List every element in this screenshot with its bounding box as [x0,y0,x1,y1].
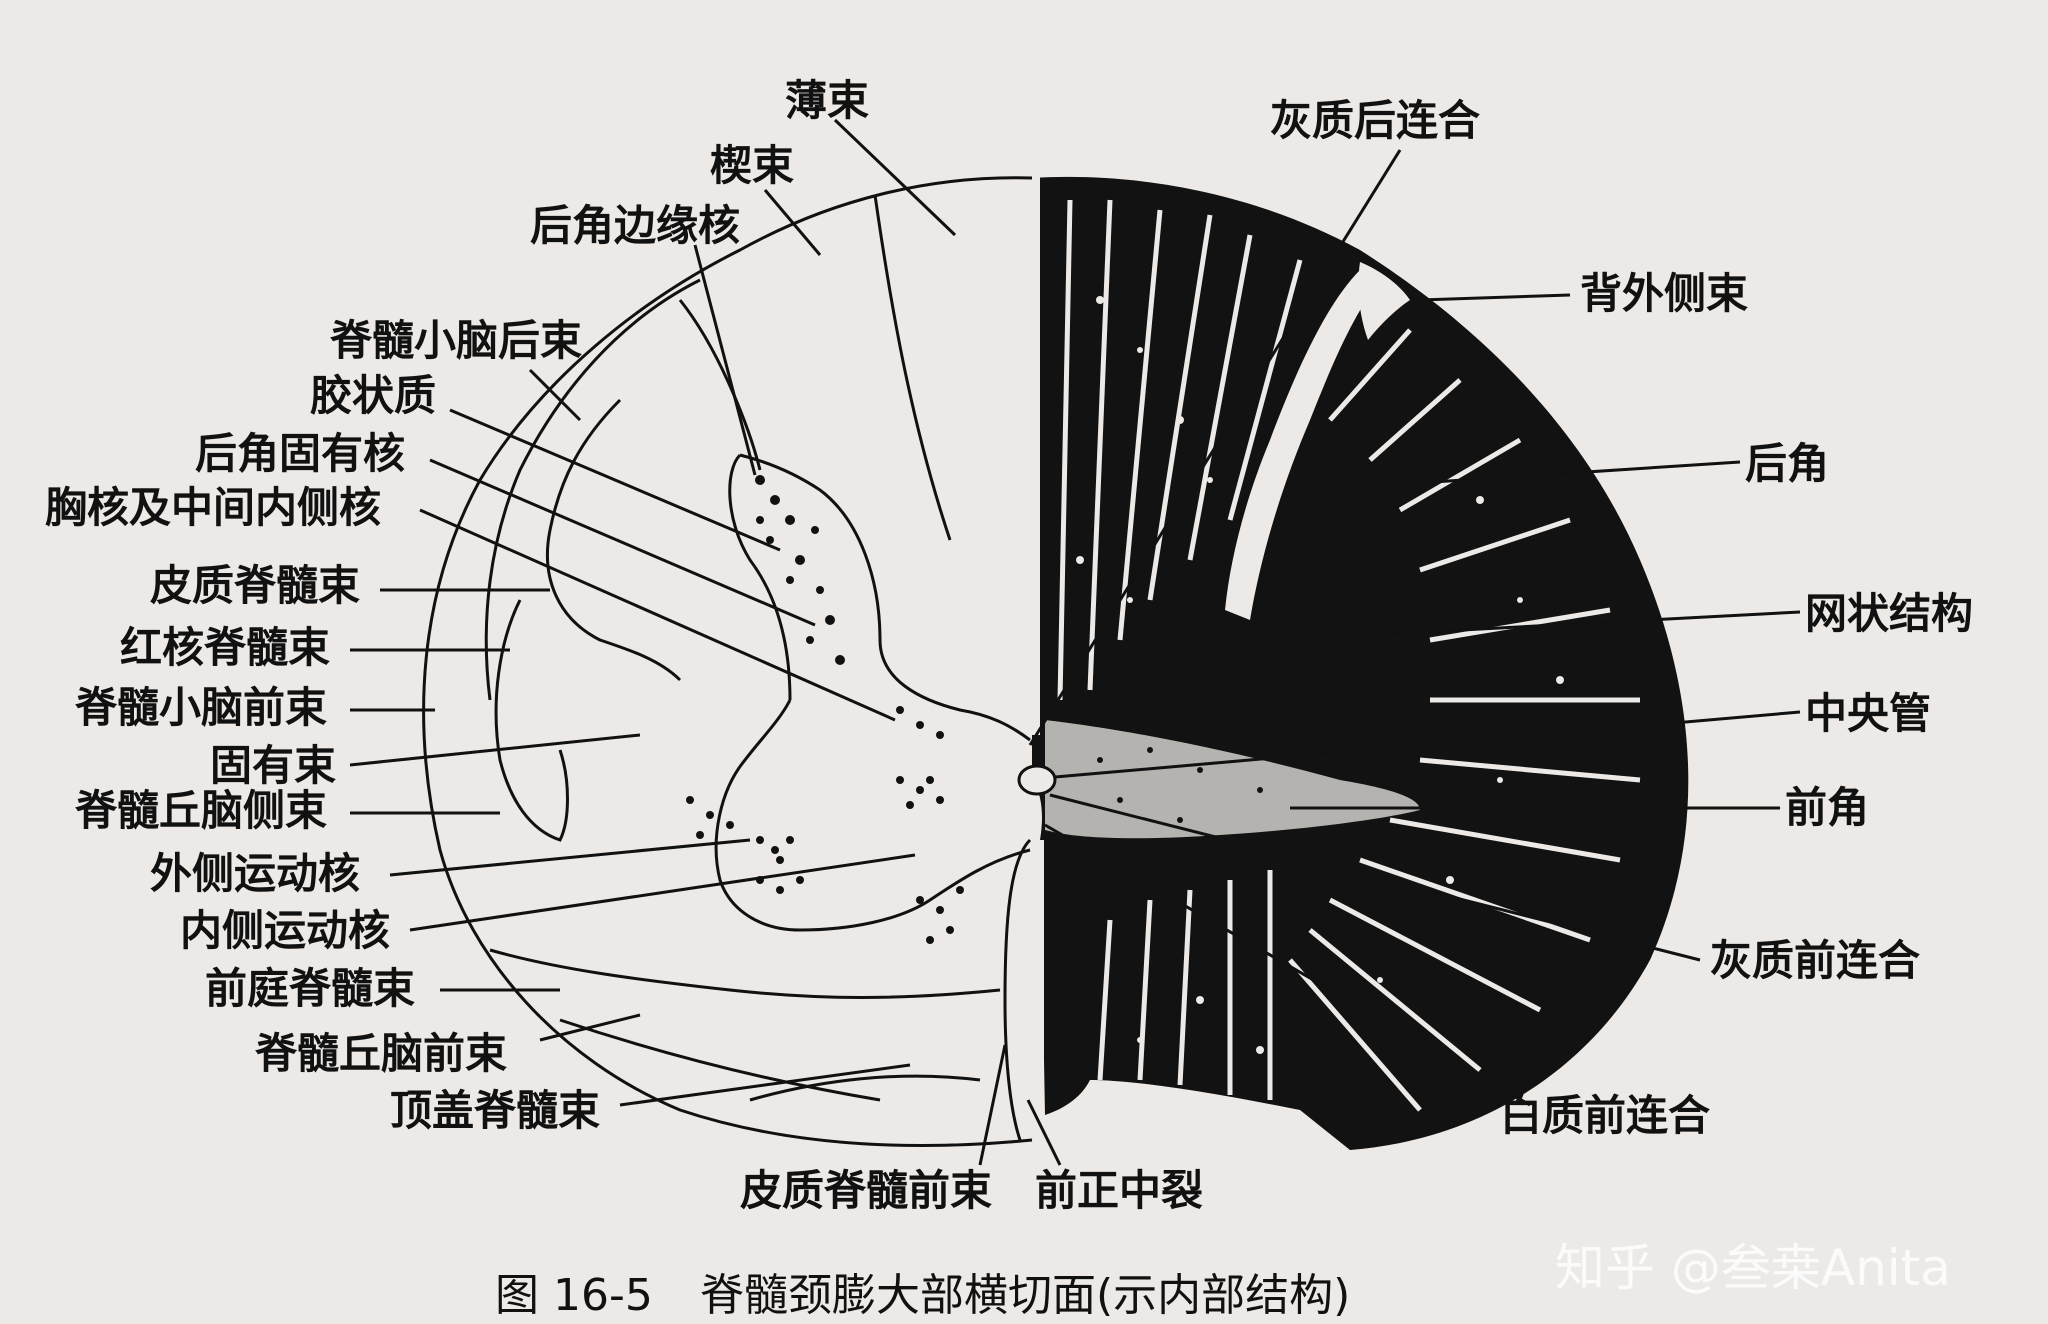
label-bei-wai-ce-shu: 背外侧束 [1580,269,1748,318]
label-hou-jiao-bian-yuan-he: 后角边缘核 [530,201,740,250]
anterior-median-fissure-right [1032,840,1044,1140]
label-xie-shu: 楔束 [710,141,794,190]
label-hou-jiao: 后角 [1745,439,1829,488]
watermark: 知乎 @叁桒Anita [1555,1239,1951,1297]
label-gu-you-shu: 固有束 [210,741,336,790]
leader-hou-jiao-bian-yuan-he [693,244,757,476]
caption-text: 脊髓颈膨大部横切面(示内部结构) [700,1270,1350,1321]
right-speckles [1076,296,1564,1054]
label-qian-ting-ji-sui-shu: 前庭脊髓束 [205,964,415,1013]
label-xiong-he: 胸核及中间内侧核 [45,483,381,532]
label-pi-zhi-ji-sui-qian-shu: 皮质脊髓前束 [740,1166,992,1215]
left-ventral-contour-3 [749,1074,981,1102]
gracilis-cuneatus-border [873,194,952,541]
leader-bei-wai-ce-shu [1419,293,1571,302]
right-half-stained [1030,175,1689,1150]
left-ventral-contour-2 [559,1018,881,1102]
label-ji-sui-qiu-nao-ce-shu: 脊髓丘脑侧束 [75,786,327,835]
left-nuclei-dots [686,475,1263,944]
caption-number: 图 16-5 [495,1270,653,1321]
leader-hou-jiao [1309,460,1741,492]
left-outer-boundary [422,176,1033,1148]
right-white-matter-dark [1032,176,1689,1150]
label-pi-zhi-ji-sui-shu: 皮质脊髓束 [150,561,360,610]
label-jiao-zhuang-zhi: 胶状质 [310,371,436,420]
label-hong-he-ji-sui-shu: 红核脊髓束 [120,623,330,672]
right-texture-streaks [1057,199,1641,1112]
right-posterior-horn [1225,270,1380,620]
label-hui-zhi-hou-lian-he: 灰质后连合 [1270,96,1480,145]
leader-wang-zhuang-jie-gou [1329,610,1801,639]
leader-zhong-yang-guan [1054,710,1801,779]
leader-wai-ce-yun-dong-he [389,838,751,877]
label-qian-jiao: 前角 [1785,783,1869,832]
left-lateral-contour-2 [545,398,682,682]
leader-qian-zheng-zhong-lie [1026,1099,1062,1166]
leader-hou-jiao-gu-you-he [429,458,816,627]
left-half-outline [422,176,1263,1148]
leader-pi-zhi-ji-sui-qian-shu [978,1044,1007,1166]
leader-xie-shu [763,189,822,256]
left-dorsal-horn-inner [728,453,792,701]
figure-caption: 图 16-5 脊髓颈膨大部横切面(示内部结构) [495,1270,1350,1321]
left-ventral-contour-1 [489,948,1001,999]
label-qian-zheng-zhong-lie: 前正中裂 [1035,1166,1203,1215]
label-ji-sui-xiao-nao-hou-shu: 脊髓小脑后束 [330,316,582,365]
leader-lines [349,118,1801,1166]
leader-hui-zhi-hou-lian-he [1028,149,1402,746]
label-wai-ce-yun-dong-he: 外侧运动核 [150,849,360,898]
anterior-median-fissure [1003,838,1032,1141]
right-dorsolateral-tract [1358,262,1410,340]
labels: 薄束 楔束 后角边缘核 脊髓小脑后束 胶状质 后角固有核 胸核及中间内侧核 皮质… [45,76,1973,1215]
leader-bo-shu [833,118,957,237]
left-dorsal-horn [739,453,1031,742]
label-nei-ce-yun-dong-he: 内侧运动核 [180,906,390,955]
label-zhong-yang-guan: 中央管 [1805,689,1931,738]
label-hui-zhi-qian-lian-he: 灰质前连合 [1710,936,1920,985]
leader-nei-ce-yun-dong-he [409,853,916,932]
leader-xiong-he [419,508,896,722]
left-lateral-contour-3 [494,599,569,842]
leader-jiao-zhuang-zhi [449,408,781,552]
leader-hui-zhi-qian-lian-he [1049,793,1701,962]
label-ji-sui-xiao-nao-qian-shu: 脊髓小脑前束 [75,683,327,732]
label-ji-sui-qiu-nao-qian-shu: 脊髓丘脑前束 [255,1029,507,1078]
leader-bai-zhi-qian-lian-he [1044,823,1531,1107]
leader-gu-you-shu [349,733,641,767]
left-gray-matter-contour [714,699,1031,932]
label-ding-gai-ji-sui-shu: 顶盖脊髓束 [390,1086,600,1135]
central-canal [1017,764,1057,796]
leader-ji-sui-xiao-nao-hou-shu [528,368,582,422]
label-bai-zhi-qian-lian-he: 白质前连合 [1500,1091,1710,1140]
leader-ding-gai-ji-sui-shu [619,1063,911,1107]
posterior-median-septum [1030,175,1040,735]
label-hou-jiao-gu-you-he: 后角固有核 [195,429,405,478]
label-wang-zhuang-jie-gou: 网状结构 [1805,589,1973,638]
left-lateral-contour-1 [484,278,701,701]
label-bo-shu: 薄束 [785,76,869,125]
leader-ji-sui-qiu-nao-qian-shu [539,1013,641,1042]
